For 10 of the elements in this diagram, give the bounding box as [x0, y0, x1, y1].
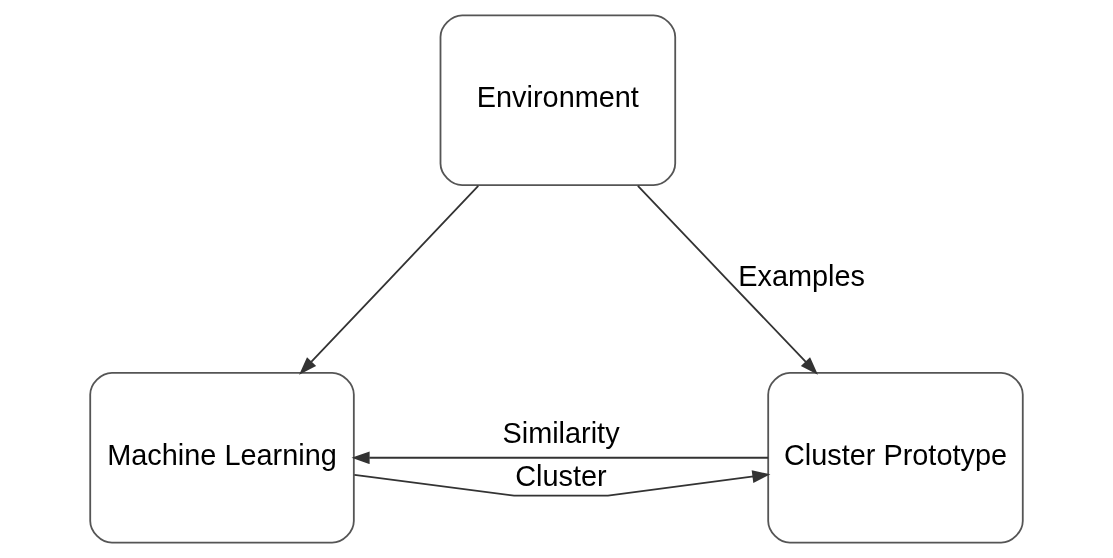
arrow — [353, 470, 771, 497]
arrow — [299, 185, 480, 375]
edge-label: Cluster — [515, 460, 607, 493]
edge-label: Examples — [738, 259, 865, 292]
edge-label: Similarity — [502, 416, 620, 449]
node-box: Cluster Prototype — [767, 372, 1024, 544]
arrow — [351, 451, 769, 465]
arrow — [636, 185, 818, 375]
node-box: Machine Learning — [89, 372, 355, 544]
node-box: Environment — [439, 14, 677, 186]
